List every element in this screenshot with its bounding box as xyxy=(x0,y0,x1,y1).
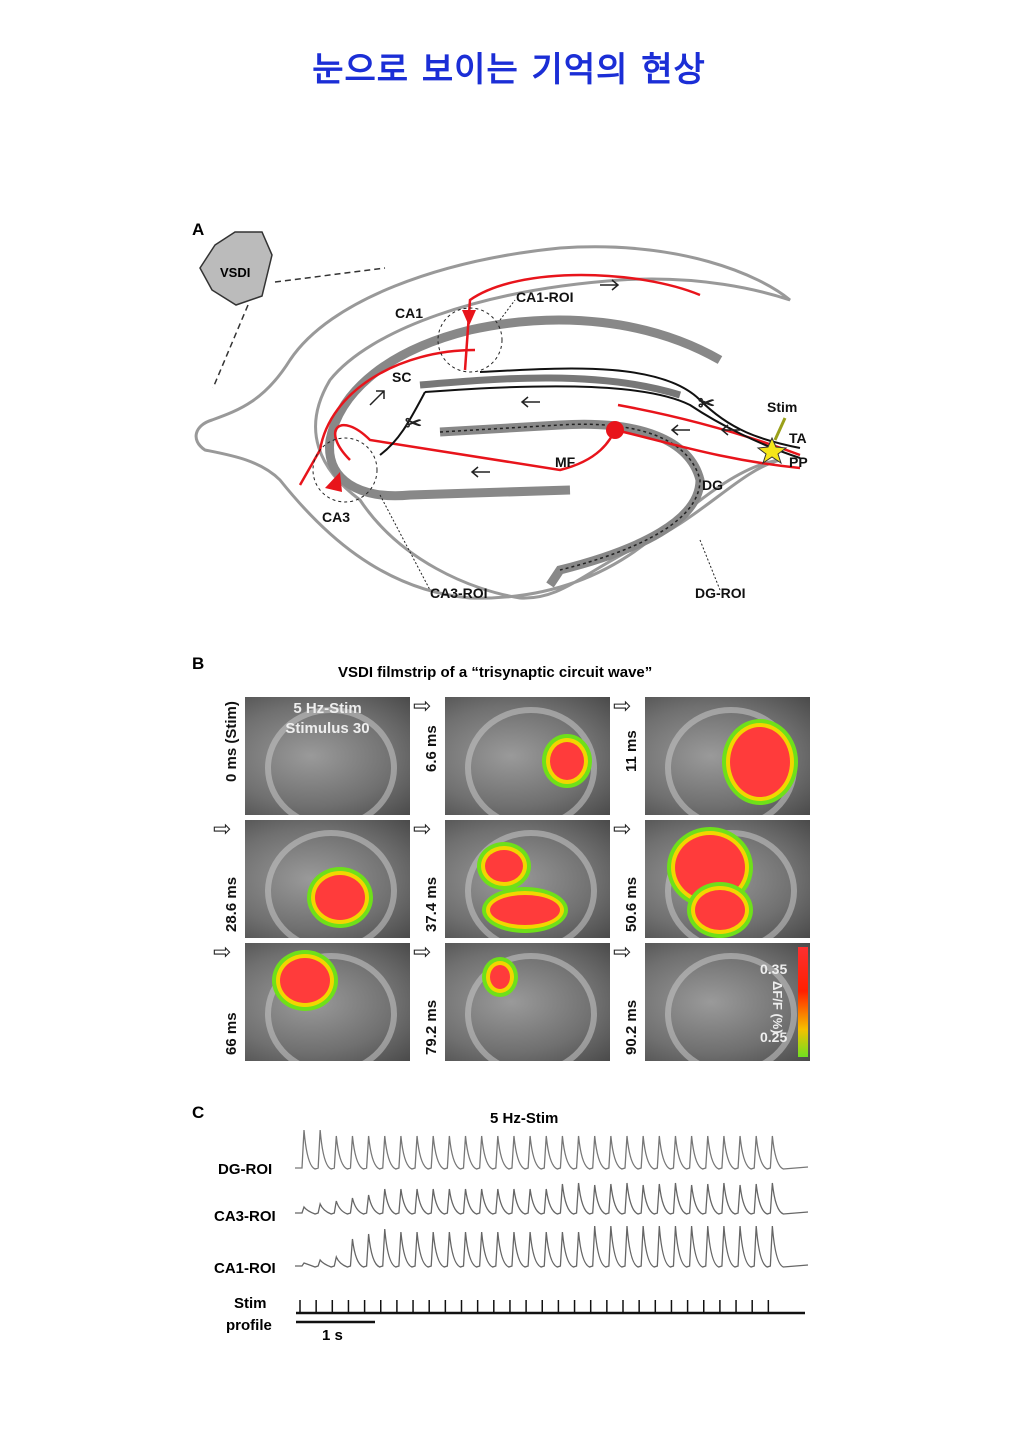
activity-blob xyxy=(490,895,560,925)
stim-label: Stim xyxy=(767,399,797,415)
ta-label: TA xyxy=(789,430,807,446)
pp-label: PP xyxy=(789,454,808,470)
hippocampus-circuit-diagram: A VSDI CA1 CA1-ROI SC MF DG CA3 Stim T xyxy=(192,220,808,601)
trace-label-dg: DG-ROI xyxy=(218,1161,273,1178)
frame-arrow-icon: ⇨ xyxy=(413,816,432,841)
activity-blob xyxy=(695,890,745,930)
trace-dg-roi xyxy=(295,1129,809,1170)
activity-blob xyxy=(280,958,330,1003)
stim-profile-label-2: profile xyxy=(226,1317,272,1334)
frame-arrow-icon: ⇨ xyxy=(413,939,432,964)
ca3-roi-label: CA3-ROI xyxy=(430,585,488,601)
tissue-arc xyxy=(465,707,597,815)
dg-label: DG xyxy=(702,477,723,493)
sc-label: SC xyxy=(392,369,411,385)
colorbar-min: 0.25 xyxy=(760,1029,788,1045)
panel-a-label: A xyxy=(192,220,204,239)
frame-arrow-icon: ⇨ xyxy=(613,816,632,841)
trace-label-ca1: CA1-ROI xyxy=(214,1260,276,1277)
trace-ca3-roi xyxy=(295,1182,809,1215)
vsdi-frame xyxy=(445,820,610,938)
tissue-arc xyxy=(665,830,797,938)
activity-blob xyxy=(315,875,365,920)
stim-star-icon xyxy=(756,436,788,465)
activity-blob xyxy=(550,742,584,780)
trace-label-ca3: CA3-ROI xyxy=(214,1208,276,1225)
scissors-icon: ✂ xyxy=(405,413,422,435)
traces-title: 5 Hz-Stim xyxy=(490,1110,559,1127)
overlay-line-1: 5 Hz-Stim xyxy=(293,700,362,717)
vsdi-frame xyxy=(645,820,810,938)
tissue-arc xyxy=(265,953,397,1061)
frame-arrow-icon: ⇨ xyxy=(413,693,432,718)
tissue-arc xyxy=(265,707,397,815)
frame-arrow-icon: ⇨ xyxy=(213,816,232,841)
overlay-line-2: Stimulus 30 xyxy=(285,720,370,737)
filmstrip-title: VSDI filmstrip of a “trisynaptic circuit… xyxy=(338,664,653,681)
page-title: 눈으로 보이는 기억의 현상 xyxy=(312,50,706,90)
frame-arrow-icon: ⇨ xyxy=(613,693,632,718)
vsdi-frame xyxy=(645,697,810,815)
vsdi-frame xyxy=(245,820,410,938)
vsdi-frame xyxy=(245,943,410,1061)
ca3-label: CA3 xyxy=(322,509,350,525)
frame-arrow-icon: ⇨ xyxy=(613,939,632,964)
activity-blob xyxy=(675,835,745,900)
scissors-icon: ✂ xyxy=(698,393,715,415)
vsdi-frame xyxy=(445,697,610,815)
colorbar-max: 0.35 xyxy=(760,961,788,977)
dg-roi-label: DG-ROI xyxy=(695,585,746,601)
vsdi-frame xyxy=(445,943,610,1061)
colorbar xyxy=(798,947,808,1057)
activity-blob xyxy=(490,965,510,989)
mf-label: MF xyxy=(555,454,576,470)
tissue-arc xyxy=(665,953,797,1061)
tissue-arc xyxy=(465,953,597,1061)
activity-blob xyxy=(730,727,790,797)
tissue-arc xyxy=(465,830,597,938)
panel-c-label: C xyxy=(192,1103,205,1122)
frame-arrow-icon: ⇨ xyxy=(213,939,232,964)
panel-b-label: B xyxy=(192,654,205,673)
stim-profile-label-1: Stim xyxy=(234,1295,267,1312)
ca1-label: CA1 xyxy=(395,305,423,321)
ca1-roi-label: CA1-ROI xyxy=(516,289,574,305)
svg-text:VSDI: VSDI xyxy=(220,265,250,280)
scale-bar-label: 1 s xyxy=(322,1327,343,1344)
tissue-arc xyxy=(265,830,397,938)
trace-ca1-roi xyxy=(295,1225,809,1268)
tissue-arc xyxy=(665,707,797,815)
vsdi-camera-icon: VSDI xyxy=(199,231,273,306)
activity-blob xyxy=(485,850,523,882)
